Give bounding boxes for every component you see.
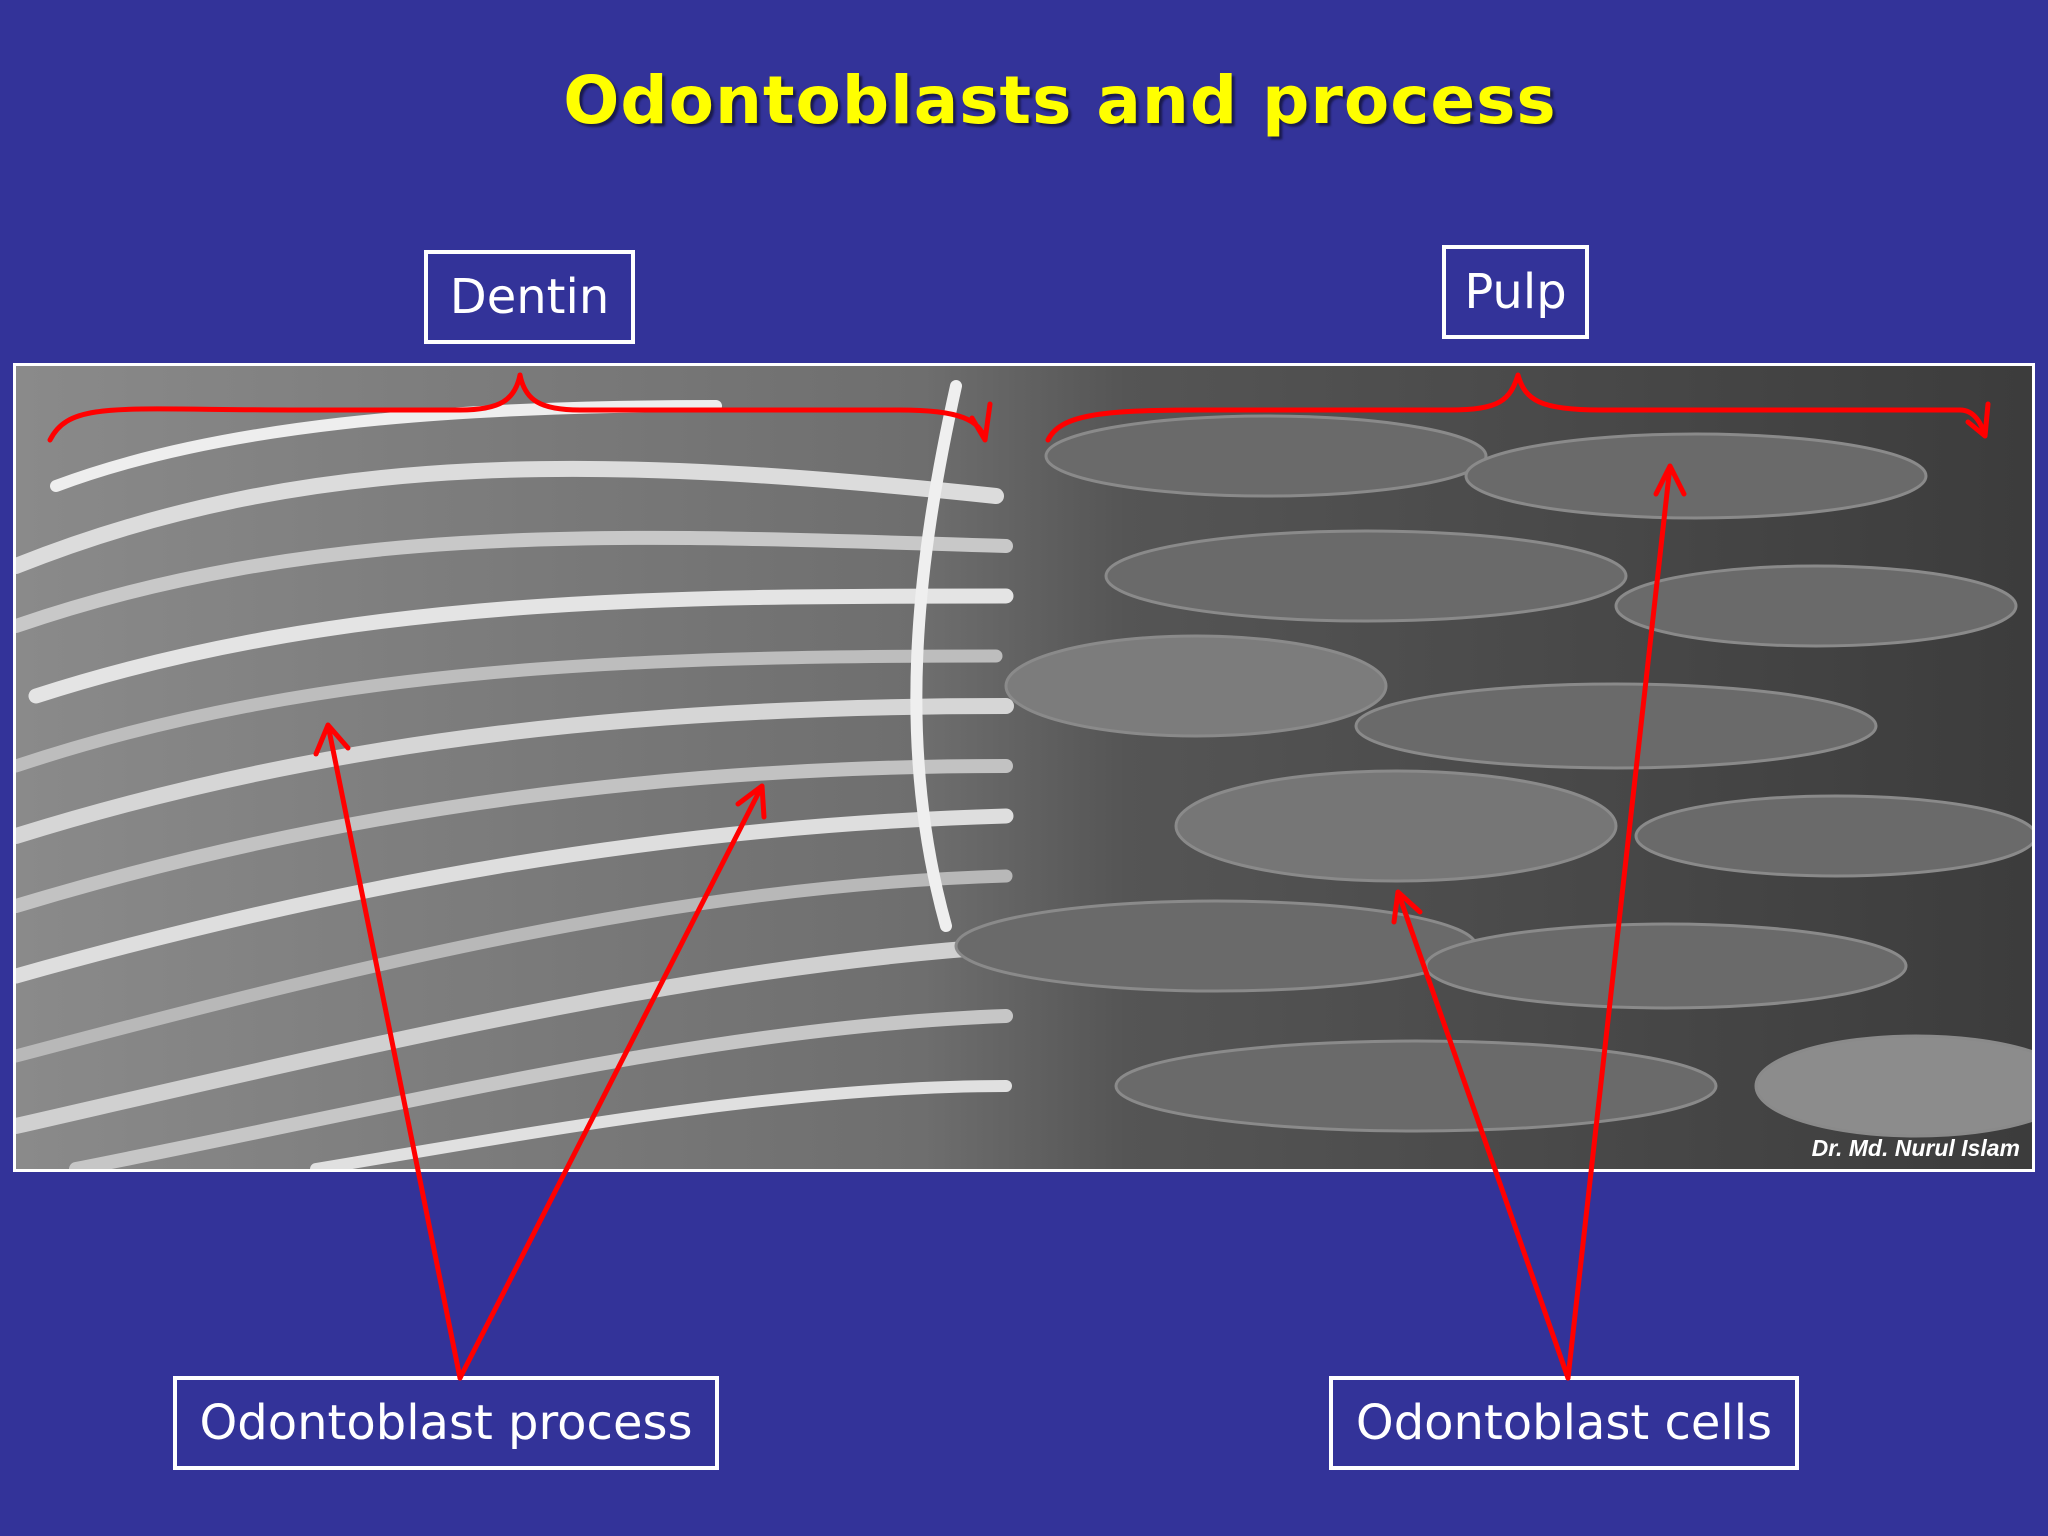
odontoblast-process-label: Odontoblast process [173, 1376, 719, 1470]
odontoblast-process-label-text: Odontoblast process [199, 1395, 693, 1451]
pulp-label-text: Pulp [1464, 264, 1567, 320]
dentin-label: Dentin [424, 250, 635, 344]
slide-title: Odontoblasts and process [563, 62, 1557, 139]
odontoblast-cells-label: Odontoblast cells [1329, 1376, 1799, 1470]
dentin-tubules [16, 380, 1014, 1169]
odontoblast-cells-label-text: Odontoblast cells [1355, 1395, 1773, 1451]
dentin-brace [47, 372, 993, 443]
cells-arrow-right [1565, 463, 1687, 1381]
dentin-label-text: Dentin [449, 269, 610, 325]
image-credit: Dr. Md. Nurul Islam [1812, 1135, 2020, 1161]
pulp-label: Pulp [1442, 245, 1589, 339]
process-arrow-left [313, 722, 463, 1381]
pulp-brace [1045, 372, 1991, 443]
cells-arrow-left [1391, 889, 1571, 1381]
process-arrow-right [457, 783, 767, 1381]
sem-micrograph-image: Dr. Md. Nurul Islam [16, 366, 2032, 1169]
sem-micrograph: Dr. Md. Nurul Islam [13, 363, 2035, 1172]
pulp-cells [954, 414, 2032, 1138]
